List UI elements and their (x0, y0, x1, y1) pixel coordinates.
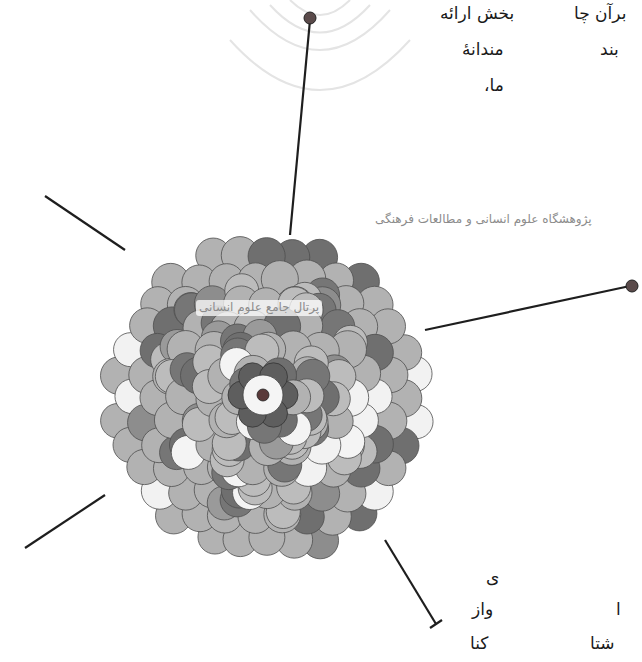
ligand-end-ball (257, 389, 269, 401)
page-text: شتا (590, 632, 615, 654)
ligand-end-balls (304, 12, 638, 292)
anchor-atom (243, 375, 283, 415)
ligand-chains (25, 20, 630, 628)
page-text: واز (472, 598, 493, 620)
watermark-ornament (230, 0, 410, 90)
page-text: مندانهٔ (462, 38, 504, 60)
page-text: ی (486, 566, 499, 588)
page-text: ا (616, 598, 621, 620)
page-text: ما، (484, 74, 504, 96)
page-text: بخش ارائه (440, 2, 514, 24)
page-text: برآن چا (574, 2, 626, 24)
page-text: بند (600, 38, 619, 60)
sphere-cluster (100, 237, 433, 559)
watermark: پرتال جامع علوم انسانی (196, 300, 322, 316)
watermark: پژوهشگاه علوم انسانی و مطالعات فرهنگی (372, 212, 595, 228)
center-site (228, 363, 298, 427)
page-text: کنا (470, 632, 488, 654)
